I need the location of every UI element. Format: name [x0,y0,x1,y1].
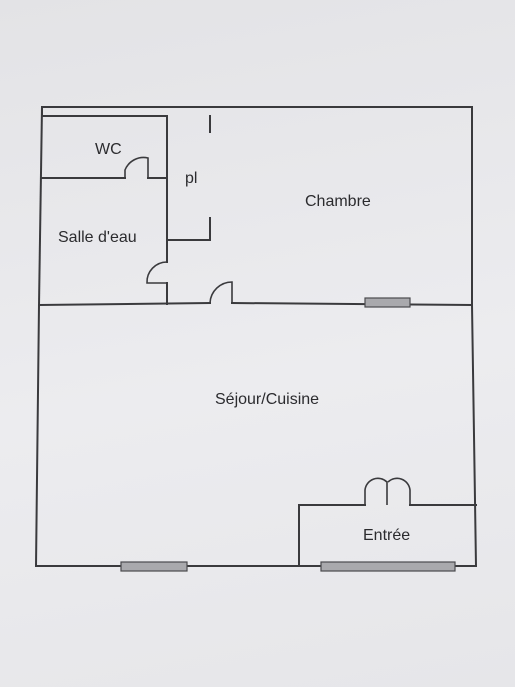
salle-eau-door [146,261,168,284]
entree-partition [298,504,366,567]
entrance-door-right [387,477,411,505]
north-wall [41,106,473,306]
wc-door [124,156,149,178]
room-label-placard: pl [185,170,197,187]
west-wall-upper [37,105,44,307]
entrance-door-left [364,477,388,505]
room-labels: WC pl Chambre Salle d'eau Séjour/Cuisine… [58,141,410,544]
interior-walls [37,115,477,567]
chambre-window [364,297,411,308]
middle-wall-west [37,301,212,307]
entree-window [320,561,456,572]
windows [120,297,456,572]
outer-walls [34,105,478,568]
chambre-door [209,281,233,304]
middle-wall-east [230,301,474,307]
room-label-chambre: Chambre [305,193,371,210]
west-wall-lower [34,303,41,568]
room-label-wc: WC [95,141,122,158]
room-label-sejour-cuisine: Séjour/Cuisine [215,391,319,408]
east-wall-lower [470,303,478,568]
room-label-entree: Entrée [363,527,410,544]
room-label-salle-eau: Salle d'eau [58,229,137,246]
sejour-window [120,561,188,572]
doors [124,156,411,505]
